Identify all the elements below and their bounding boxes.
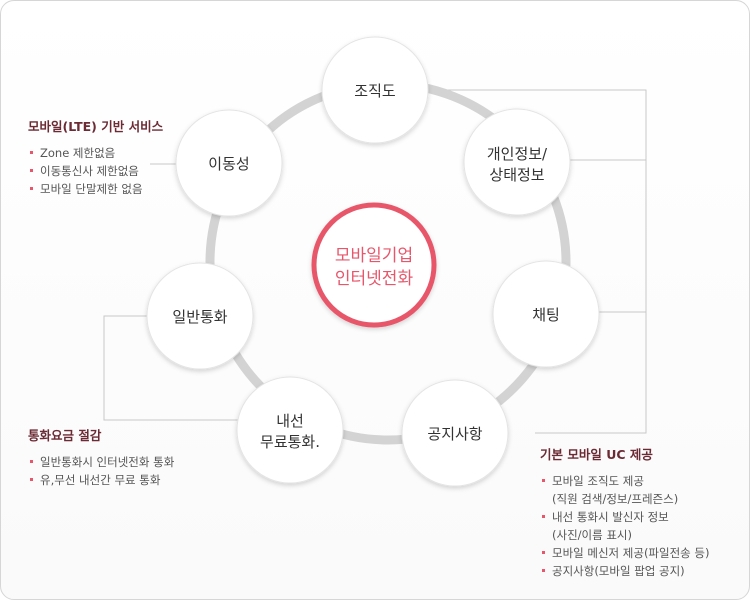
list-item: 유,무선 내선간 무료 통화 — [28, 471, 174, 489]
connector-lines — [103, 89, 647, 434]
panel-mobile-lte: 모바일(LTE) 기반 서비스 Zone 제한없음 이동통신사 제한없음 모바일… — [28, 118, 163, 198]
node-org-chart: 조직도 — [321, 36, 429, 144]
list-item: 일반통화시 인터넷전화 통화 — [28, 453, 174, 471]
connector-left-bottom — [103, 315, 238, 421]
center-node: 모바일기업 인터넷전화 — [311, 202, 437, 328]
list-item: 이동통신사 제한없음 — [28, 162, 163, 180]
list-item: 내선 통화시 발신자 정보 (사진/이름 표시) — [540, 508, 709, 544]
node-extension-label-2: 무료통화. — [260, 433, 320, 451]
panel-uc-basic: 기본 모바일 UC 제공 모바일 조직도 제공 (직원 검색/정보/프레즌스) … — [540, 446, 709, 580]
node-profile-label-2: 상태정보 — [489, 166, 544, 184]
panel-call-fee: 통화요금 절감 일반통화시 인터넷전화 통화 유,무선 내선간 무료 통화 — [28, 427, 174, 489]
list-item-text: 모바일 조직도 제공 — [552, 474, 644, 488]
node-general-call: 일반통화 — [146, 262, 254, 370]
center-label-1: 모바일기업 — [335, 246, 413, 266]
panel-mobile-lte-list: Zone 제한없음 이동통신사 제한없음 모바일 단말제한 없음 — [28, 144, 163, 198]
list-item-subtext: (사진/이름 표시) — [552, 528, 632, 542]
node-notice: 공지사항 — [401, 379, 509, 487]
panel-uc-basic-list: 모바일 조직도 제공 (직원 검색/정보/프레즌스) 내선 통화시 발신자 정보… — [540, 472, 709, 580]
list-item: 모바일 메신저 제공(파일전송 등) — [540, 544, 709, 562]
node-general-call-label: 일반통화 — [172, 308, 227, 326]
node-chat-label: 채팅 — [532, 306, 560, 324]
node-profile-label-1: 개인정보/ — [487, 145, 548, 163]
list-item: 모바일 조직도 제공 (직원 검색/정보/프레즌스) — [540, 472, 709, 508]
node-extension-label-1: 내선 — [276, 412, 304, 430]
node-chat: 채팅 — [492, 260, 600, 368]
list-item: Zone 제한없음 — [28, 144, 163, 162]
node-mobility: 이동성 — [175, 109, 283, 217]
node-extension: 내선 무료통화. — [236, 376, 344, 484]
list-item-subtext: (직원 검색/정보/프레즌스) — [552, 492, 679, 506]
node-org-chart-label: 조직도 — [354, 82, 396, 100]
panel-call-fee-title: 통화요금 절감 — [28, 428, 102, 443]
list-item: 공지사항(모바일 팝업 공지) — [540, 562, 709, 580]
panel-mobile-lte-title: 모바일(LTE) 기반 서비스 — [28, 119, 164, 134]
list-item: 모바일 단말제한 없음 — [28, 180, 163, 198]
list-item-text: 모바일 메신저 제공(파일전송 등) — [552, 546, 710, 560]
list-item-text: 공지사항(모바일 팝업 공지) — [552, 564, 685, 578]
connector-right — [430, 89, 647, 434]
node-notice-label: 공지사항 — [427, 425, 482, 443]
center-label-2: 인터넷전화 — [335, 269, 414, 289]
list-item-text: 내선 통화시 발신자 정보 — [552, 510, 669, 524]
node-mobility-label: 이동성 — [208, 155, 249, 173]
panel-uc-basic-title: 기본 모바일 UC 제공 — [540, 447, 653, 462]
node-profile: 개인정보/ 상태정보 — [463, 108, 571, 216]
panel-call-fee-list: 일반통화시 인터넷전화 통화 유,무선 내선간 무료 통화 — [28, 453, 174, 489]
